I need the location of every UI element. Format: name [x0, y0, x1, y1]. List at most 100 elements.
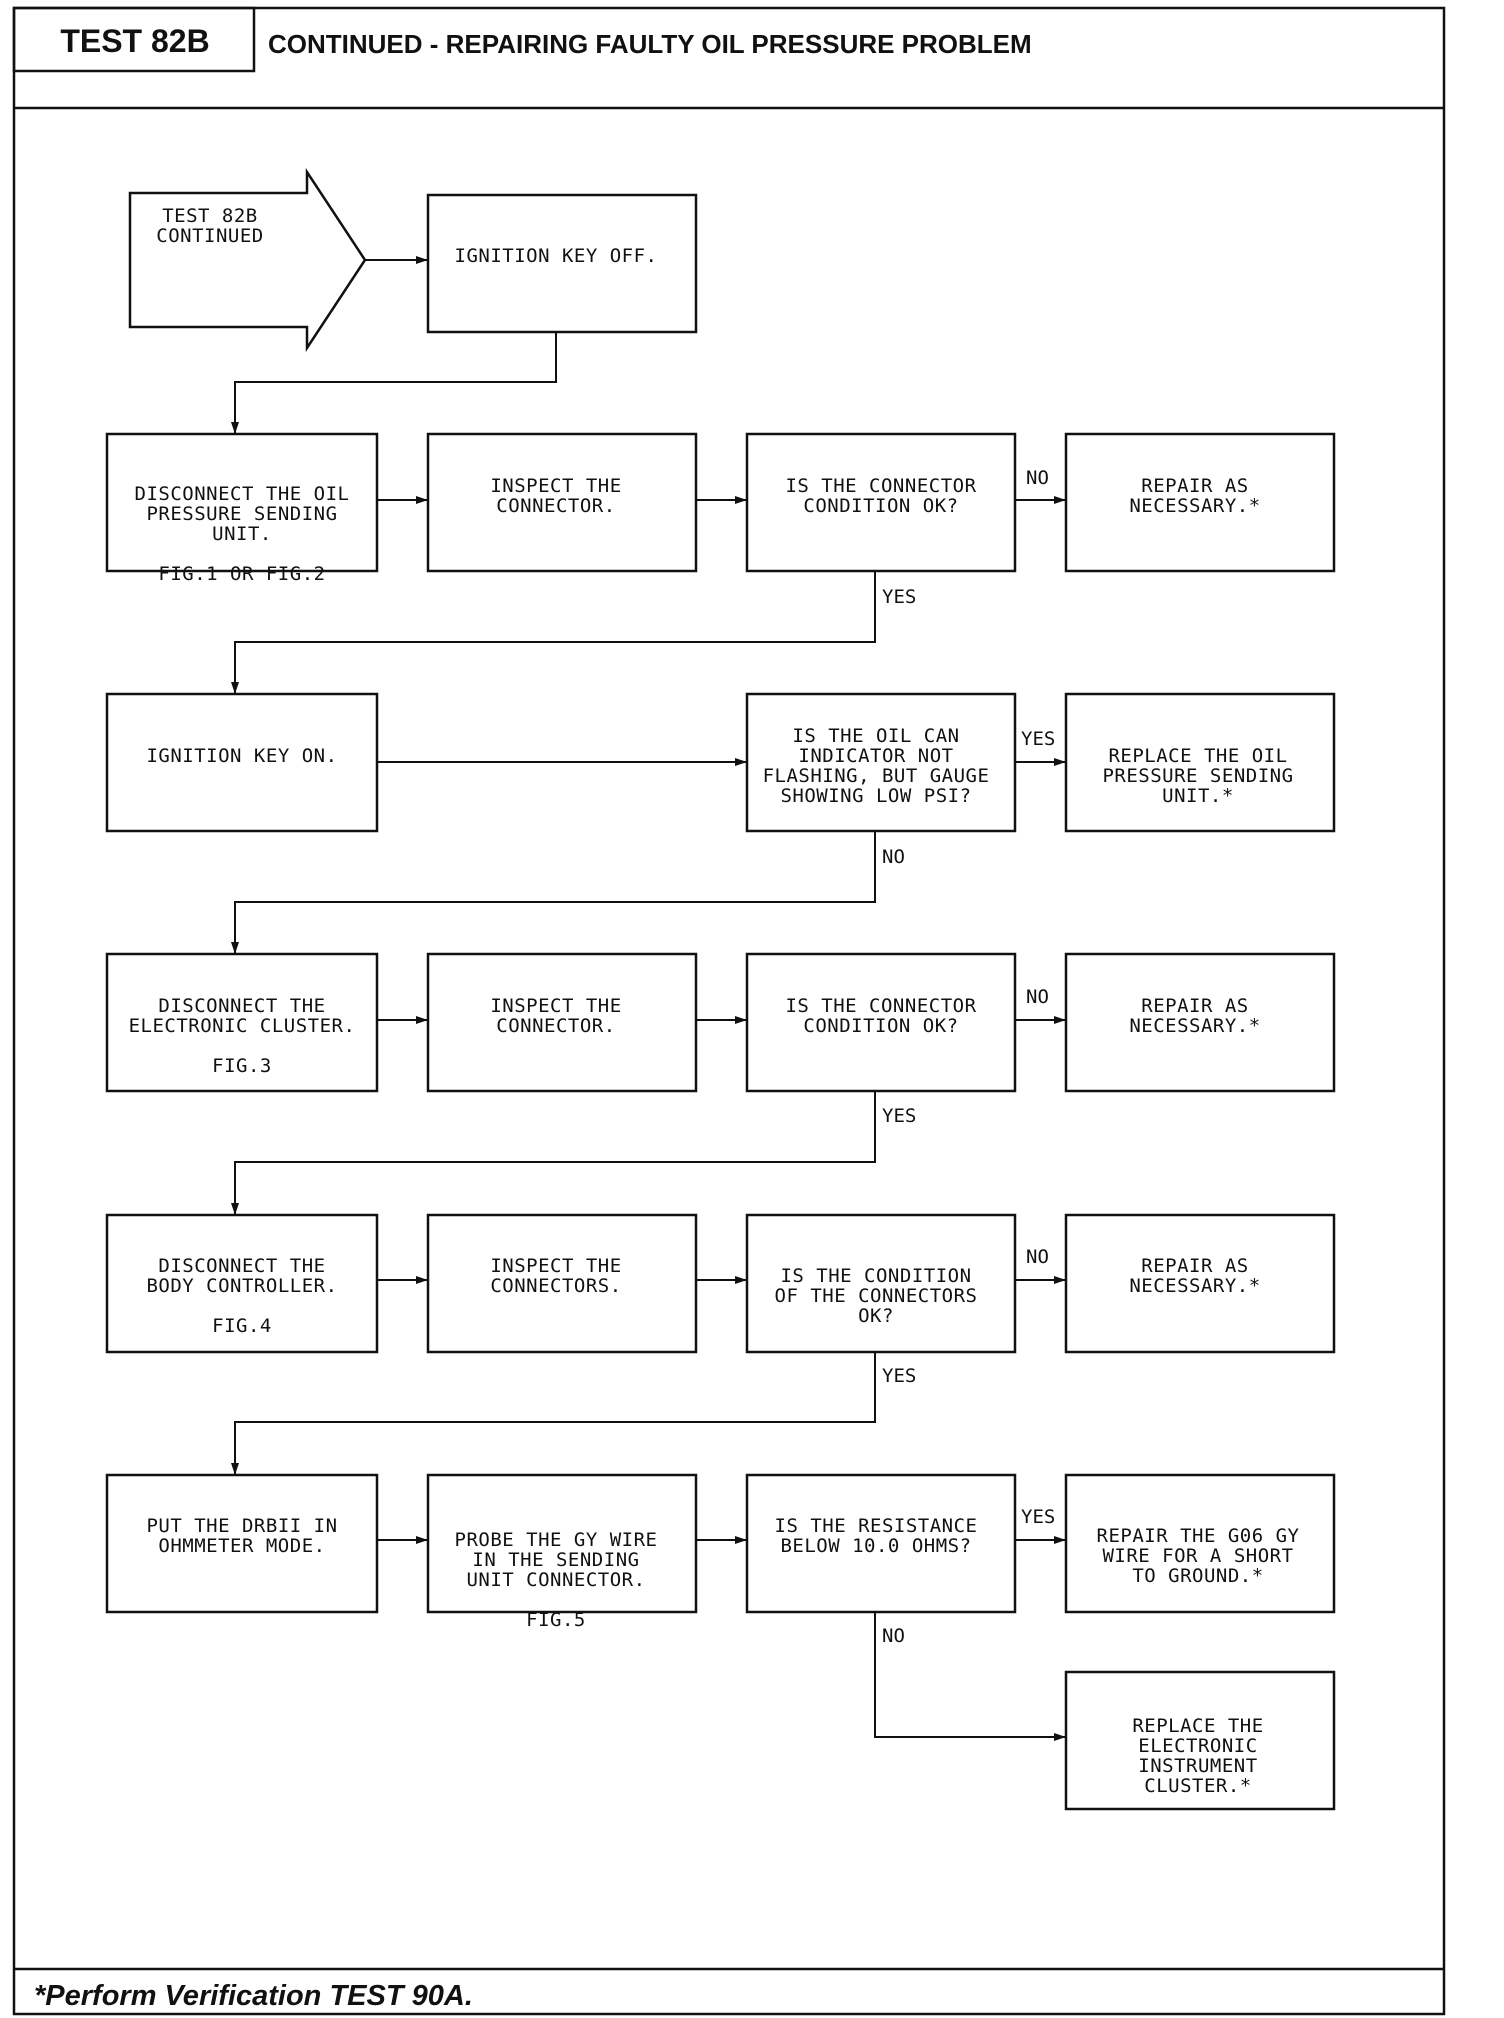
edge-key-off-to-disconnect [231, 332, 557, 434]
label-yes-2: YES [1021, 728, 1055, 750]
node-text-line: CONDITION OK? [803, 1015, 958, 1037]
edge-row3-yes [231, 1091, 876, 1215]
node-text-line: REPAIR AS [1141, 995, 1248, 1017]
node-repair-short-box [1064, 1473, 1336, 1614]
node-text-line: FIG.1 OR FIG.2 [158, 563, 325, 585]
edge-row4-yes [231, 1352, 876, 1475]
node-text-line: ELECTRONIC [1138, 1735, 1257, 1757]
footer-note: *Perform Verification TEST 90A. [34, 1980, 473, 2012]
node-text-line: CONNECTOR. [496, 495, 615, 517]
node-text-line: CONTINUED [156, 225, 263, 247]
node-text-line: IS THE CONNECTOR [785, 475, 976, 497]
label-yes-5: YES [1021, 1506, 1055, 1528]
header-title: CONTINUED - REPAIRING FAULTY OIL PRESSUR… [268, 29, 1032, 59]
node-connector-ok-2-box [745, 952, 1017, 1093]
label-no-1: NO [1026, 467, 1049, 489]
node-key-on: IGNITION KEY ON. [146, 745, 337, 767]
label-no-5: NO [882, 1625, 905, 1647]
label-no-2: NO [882, 846, 905, 868]
node-text-line: BODY CONTROLLER. [146, 1275, 337, 1297]
node-drbii-box [105, 1473, 379, 1614]
node-text-line: ELECTRONIC CLUSTER. [129, 1015, 356, 1037]
node-text-line: IGNITION KEY ON. [146, 745, 337, 767]
node-text-line: OF THE CONNECTORS [775, 1285, 978, 1307]
node-oil-can-question-box [745, 692, 1017, 833]
node-text-line: IS THE OIL CAN [792, 725, 959, 747]
node-key-off-box [426, 193, 698, 334]
header: TEST 82B CONTINUED - REPAIRING FAULTY OI… [12, 6, 1444, 110]
node-text-line: PRESSURE SENDING [146, 503, 337, 525]
node-connectors-ok-box [745, 1213, 1017, 1354]
node-text-line: REPAIR AS [1141, 475, 1248, 497]
node-text-line: INDICATOR NOT [798, 745, 953, 767]
node-inspect-connector-1-box [426, 432, 698, 573]
label-yes-1: YES [882, 586, 916, 608]
node-text-line: CONDITION OK? [803, 495, 958, 517]
node-text-line: WIRE FOR A SHORT [1102, 1545, 1293, 1567]
edge-row5-no [874, 1612, 1066, 1741]
node-disconnect-sending-unit-box [105, 432, 379, 573]
node-text-line: FLASHING, BUT GAUGE [763, 765, 990, 787]
node-text-line: UNIT. [212, 523, 272, 545]
label-no-3: NO [1026, 986, 1049, 1008]
node-text-line: PUT THE DRBII IN [146, 1515, 337, 1537]
node-text-line: INSTRUMENT [1138, 1755, 1257, 1777]
node-text-line: OHMMETER MODE. [158, 1535, 325, 1557]
node-text-line: INSPECT THE [490, 1255, 621, 1277]
node-inspect-connectors-box [426, 1213, 698, 1354]
node-text-line: NECESSARY.* [1129, 1015, 1260, 1037]
node-text-line: UNIT.* [1162, 785, 1234, 807]
node-text-line: REPLACE THE OIL [1108, 745, 1287, 767]
edge-row1-yes [231, 571, 876, 694]
node-text-line: UNIT CONNECTOR. [466, 1569, 645, 1591]
node-key-on-box [105, 692, 379, 833]
node-repair-2-box [1064, 952, 1336, 1093]
node-repair-1-box [1064, 432, 1336, 573]
node-text-line: FIG.5 [526, 1609, 586, 1631]
node-text-line: IGNITION KEY OFF. [455, 245, 658, 267]
node-resistance-question-box [745, 1473, 1017, 1614]
node-text-line: FIG.4 [212, 1315, 272, 1337]
node-text-line: PRESSURE SENDING [1102, 765, 1293, 787]
node-text-line: REPAIR THE G06 GY [1097, 1525, 1300, 1547]
label-yes-4: YES [882, 1365, 916, 1387]
node-text-line: INSPECT THE [490, 475, 621, 497]
node-text-line: PROBE THE GY WIRE [455, 1529, 658, 1551]
node-replace-cluster-box [1064, 1670, 1336, 1811]
edges [231, 256, 1066, 1741]
node-text-line: NECESSARY.* [1129, 1275, 1260, 1297]
node-text-line: DISCONNECT THE OIL [135, 483, 350, 505]
node-text-line: CLUSTER.* [1144, 1775, 1251, 1797]
node-repair-3-box [1064, 1213, 1336, 1354]
node-text-line: INSPECT THE [490, 995, 621, 1017]
node-text-line: OK? [858, 1305, 894, 1327]
node-text-line: TEST 82B [162, 205, 258, 227]
label-no-4: NO [1026, 1246, 1049, 1268]
node-disconnect-cluster-box [105, 952, 379, 1093]
page-frame [12, 6, 1446, 2016]
node-text-line: IS THE RESISTANCE [775, 1515, 978, 1537]
node-text-line: IN THE SENDING [472, 1549, 639, 1571]
node-connector-ok-1-box [745, 432, 1017, 573]
node-inspect-connector-2-box [426, 952, 698, 1093]
header-test-box [12, 6, 256, 73]
node-replace-sending-unit-box [1064, 692, 1336, 833]
header-test-id: TEST 82B [60, 23, 209, 59]
